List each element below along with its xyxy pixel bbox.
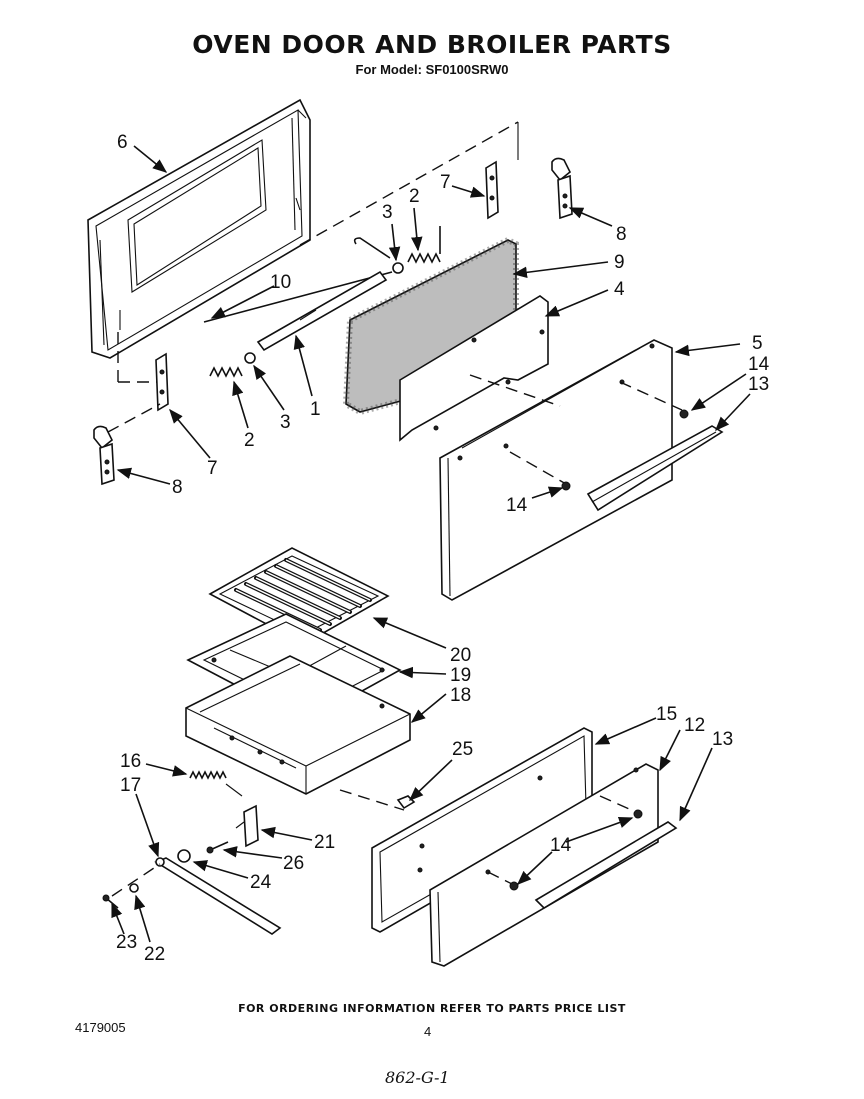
spring-part-2-upper [407,226,441,264]
handwritten-note: 862-G-1 [385,1068,450,1087]
spring-part-2-lower [209,366,243,378]
door-handle-part-13-upper [586,425,724,512]
callout-3-upper: 3 [382,202,393,223]
callout-21: 21 [314,832,335,853]
callout-25: 25 [452,739,473,760]
outer-door-part-5 [439,339,673,601]
nut-part-3-upper [392,262,404,274]
callout-20: 20 [450,645,471,666]
callout-16: 16 [120,751,141,772]
callout-13-lower: 13 [712,729,733,750]
callout-5: 5 [752,333,763,354]
screw-part-14-b [561,481,571,491]
hinge-bracket-part-7-right [485,160,499,220]
callout-26: 26 [283,853,304,874]
callout-22: 22 [144,944,165,965]
callout-4: 4 [614,279,625,300]
leader-lines [111,145,751,943]
alignment-line-upper [299,121,519,246]
hinge-part-8-right [551,157,573,220]
rod-part-10 [203,237,393,323]
page-number: 4 [424,1024,432,1039]
door-liner-part-4 [399,295,549,442]
spring-part-16 [189,770,243,797]
callout-8-right: 8 [616,224,627,245]
callout-15: 15 [656,704,677,725]
callout-24: 24 [250,872,272,893]
callout-23: 23 [116,932,137,953]
nut-part-24 [177,849,191,863]
callout-18: 18 [450,685,471,706]
page-title: OVEN DOOR AND BROILER PARTS [192,30,672,59]
callout-6: 6 [117,132,128,153]
callout-8-left: 8 [172,477,183,498]
callout-17: 17 [120,775,141,796]
screw-part-14-c [633,809,643,819]
hinge-part-8-left [93,425,115,486]
hinge-rod-part-1 [256,270,388,352]
screw-part-14-a [679,409,689,419]
ordering-footer-note: FOR ORDERING INFORMATION REFER TO PARTS … [238,1002,626,1015]
slide-rail-part-17 [154,857,282,935]
callout-7-left: 7 [207,458,218,479]
model-subtitle: For Model: SF0100SRW0 [355,62,509,77]
callout-2-lower: 2 [244,430,255,451]
callout-14-upper: 14 [748,354,770,375]
callout-3-lower: 3 [280,412,291,433]
callout-2-upper: 2 [409,186,420,207]
drawer-handle-part-13-lower [534,821,678,910]
screw-part-26 [206,841,229,854]
broiler-pan-part-18 [185,655,411,795]
callout-7-right: 7 [440,172,451,193]
callout-19: 19 [450,665,471,686]
callout-13-upper: 13 [748,374,769,395]
screw-part-23 [102,894,119,909]
nut-part-3-lower [244,352,256,364]
bracket-part-21 [235,804,259,848]
washer-part-22 [129,883,139,893]
callout-9: 9 [614,252,625,273]
callout-14-lower: 14 [550,835,572,856]
hinge-bracket-part-7-left [155,352,169,412]
callout-14-mid: 14 [506,495,528,516]
document-number: 4179005 [75,1020,126,1035]
callout-1: 1 [310,399,321,420]
callout-12: 12 [684,715,705,736]
screw-part-14-d [509,881,519,891]
callout-10: 10 [270,272,291,293]
